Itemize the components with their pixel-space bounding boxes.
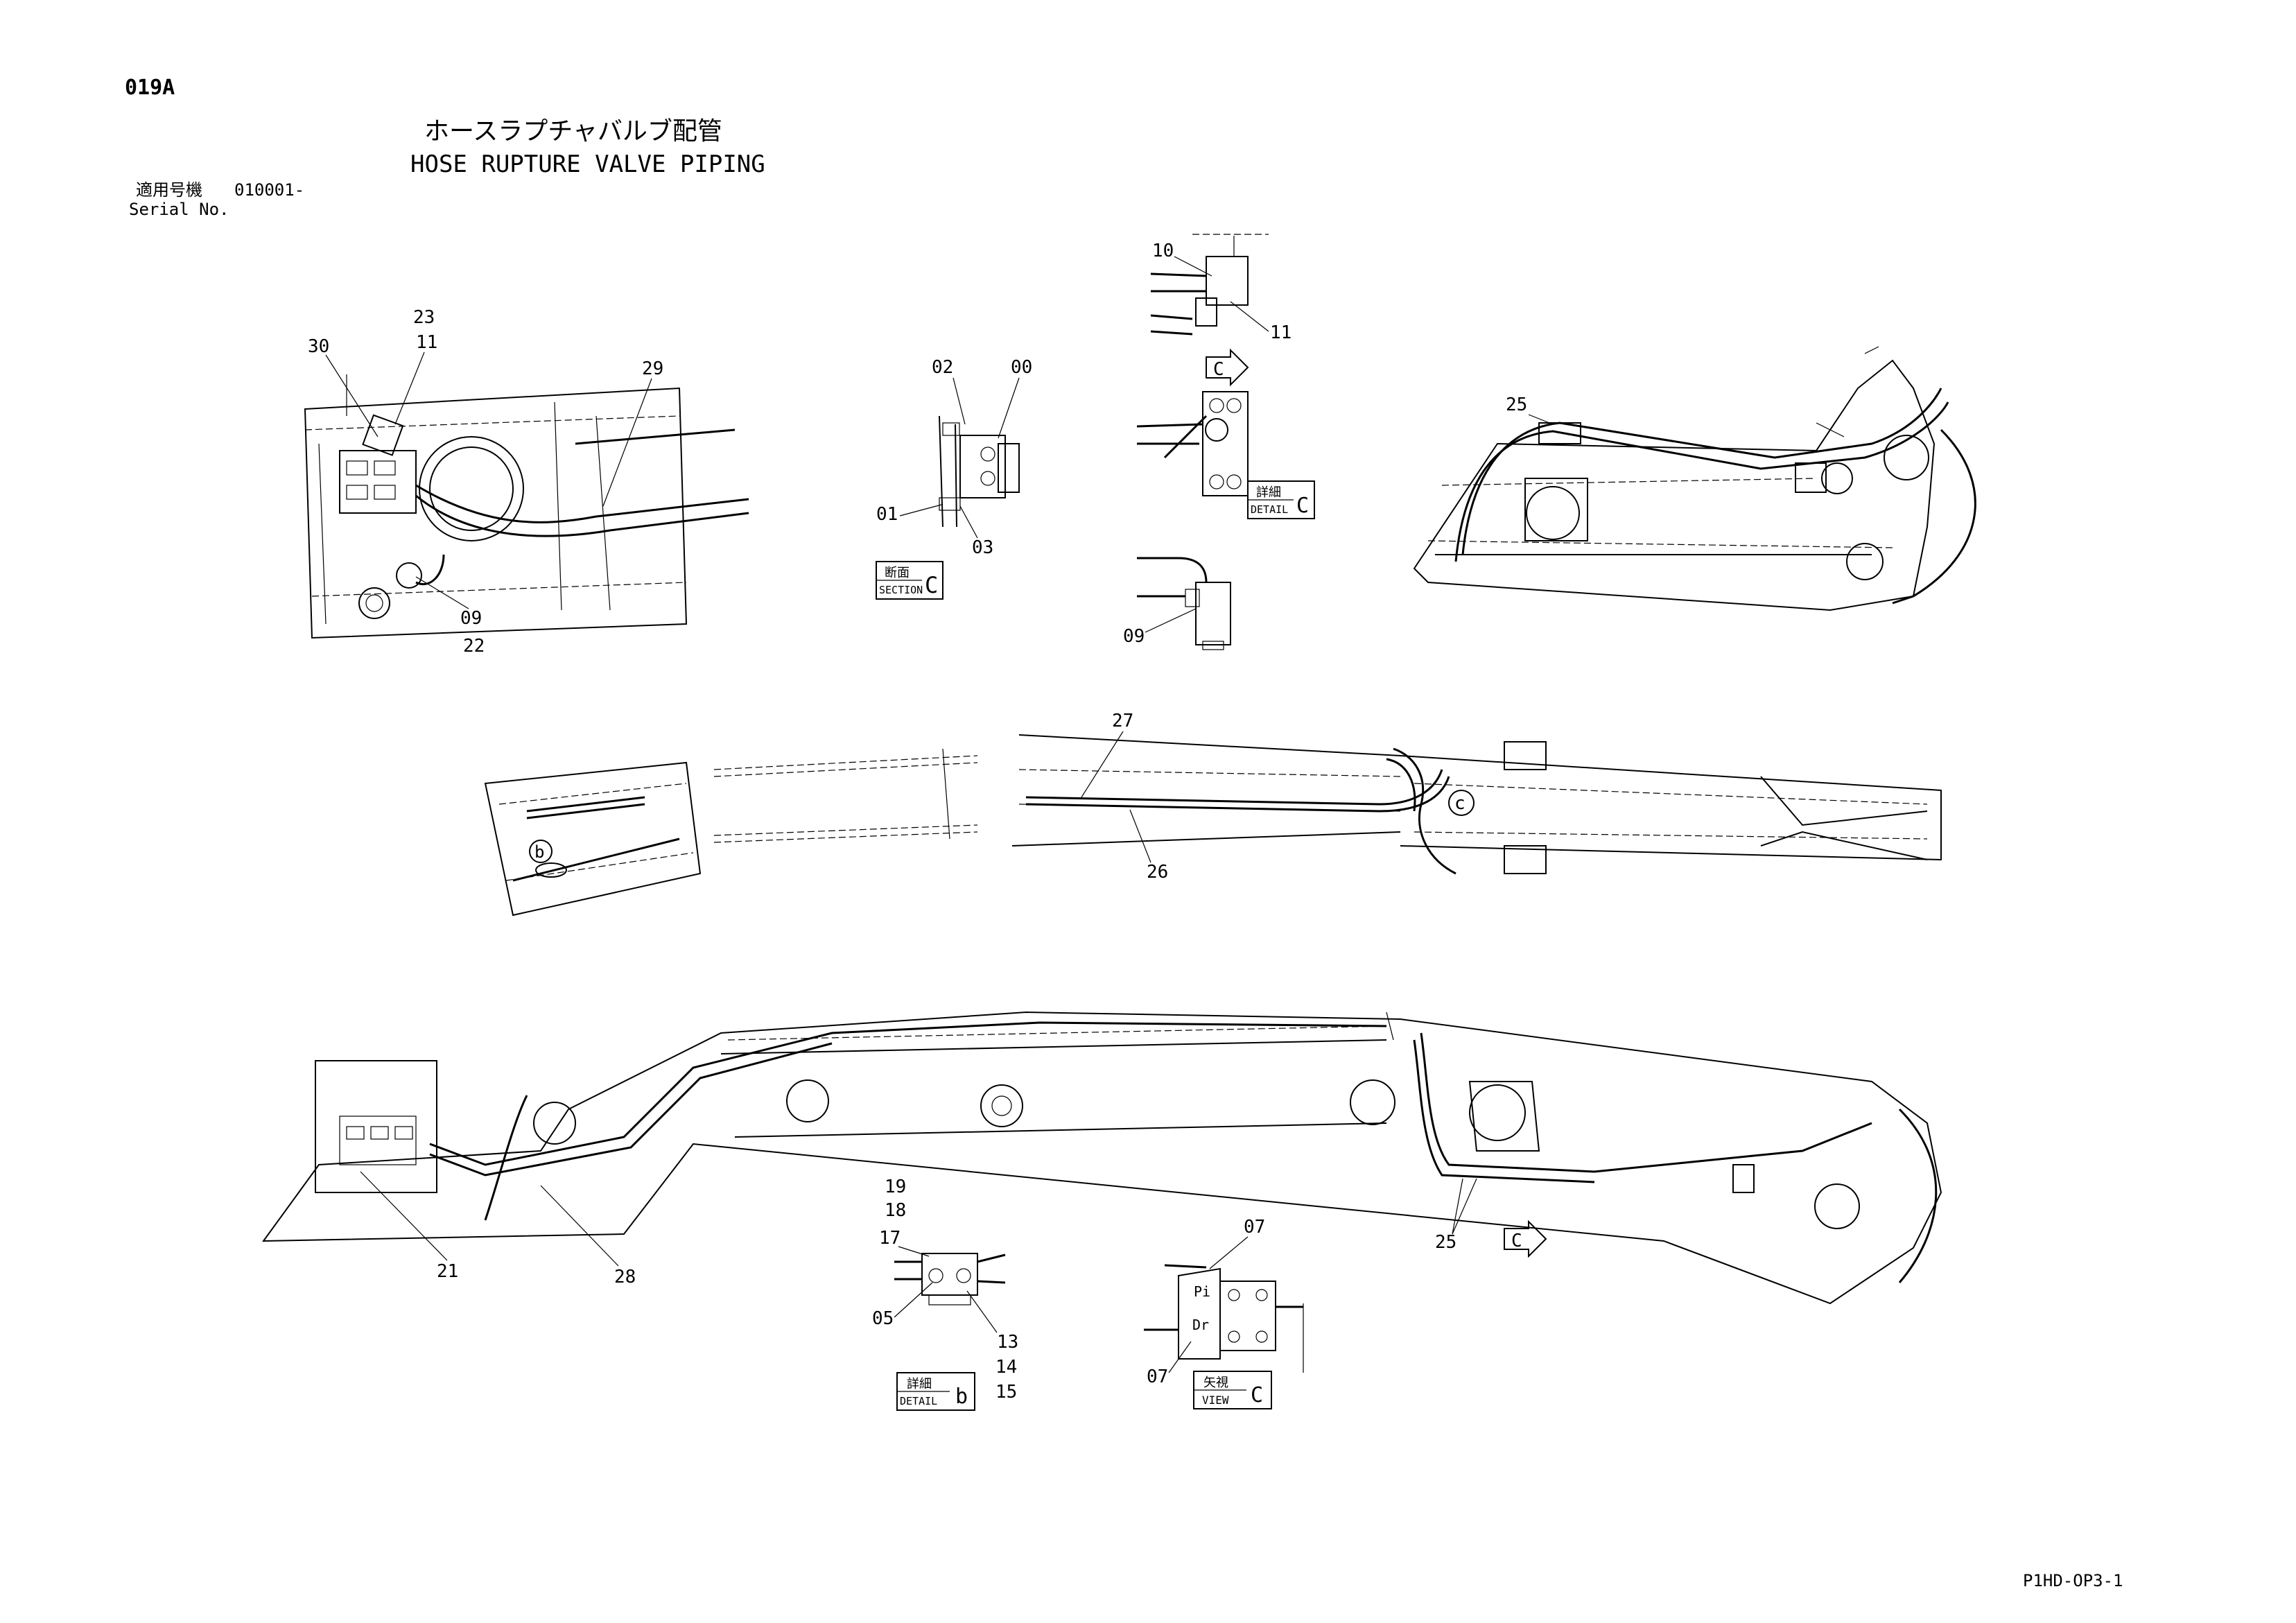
callout-number: 30 (308, 336, 329, 357)
marker-label-japanese: 断面 (885, 566, 910, 580)
arrow-letter: C (1511, 1231, 1522, 1251)
marker-label: VIEW (1202, 1394, 1229, 1407)
boom-callouts: 27 26 (1081, 711, 1168, 883)
detail-c-callouts: 10 11 09 (1123, 241, 1292, 647)
view-c-marker: 矢視 VIEW C (1193, 1371, 1272, 1409)
callout-number: 23 (413, 307, 435, 328)
serial-label: Serial No. (129, 200, 229, 219)
arm-callouts: 25 (1506, 394, 1554, 425)
marker-letter: C (925, 572, 938, 598)
callout-number: 03 (972, 537, 993, 558)
lower-callouts: 21 28 25 (360, 1171, 1477, 1287)
view-c-callouts: 07 07 (1147, 1217, 1265, 1387)
arm-view (1413, 346, 1976, 611)
view-c-view: Pi Dr (1144, 1264, 1304, 1373)
detail-b-marker: 詳細 DETAIL b (896, 1372, 975, 1411)
callout-number: 18 (885, 1200, 906, 1221)
serial-number-value: 010001- (234, 180, 305, 200)
callout-number: 22 (463, 636, 485, 657)
section-callouts: 02 00 01 03 (876, 357, 1032, 558)
page-title: HOSE RUPTURE VALVE PIPING (410, 150, 765, 178)
marker-label-japanese: 矢視 (1203, 1375, 1228, 1390)
callout-number: 29 (642, 358, 663, 379)
marker-letter: C (1296, 494, 1309, 518)
circle-letter: c (1454, 793, 1466, 814)
port-label: Pi (1194, 1283, 1210, 1300)
callout-number: 05 (872, 1308, 894, 1329)
marker-label: DETAIL (900, 1395, 937, 1407)
callout-number: 21 (437, 1261, 458, 1282)
serial-label-japanese: 適用号機 (136, 180, 202, 200)
marker-label-japanese: 詳細 (907, 1377, 932, 1391)
frame-view (304, 374, 749, 639)
marker-letter: b (955, 1385, 968, 1409)
section-c-view (939, 415, 1020, 528)
section-c-marker: 断面 SECTION C (876, 561, 943, 600)
page-title-japanese: ホースラプチャバルブ配管 (424, 117, 722, 146)
callout-number: 02 (932, 357, 953, 378)
detail-b-view (894, 1253, 1006, 1305)
boom-circle-b: b (529, 840, 553, 863)
callout-number: 14 (995, 1357, 1017, 1378)
boom-circle-c: c (1448, 790, 1475, 816)
marker-letter: C (1251, 1383, 1263, 1407)
callout-number: 10 (1152, 241, 1174, 261)
marker-label-japanese: 詳細 (1256, 485, 1281, 500)
circle-letter: b (534, 842, 544, 862)
callout-number: 09 (1123, 626, 1145, 647)
arrow-letter: C (1213, 359, 1224, 380)
callout-number: 25 (1435, 1232, 1456, 1253)
marker-label: DETAIL (1251, 503, 1288, 516)
detail-b-callouts: 19 18 17 05 13 14 15 (872, 1177, 1018, 1403)
detail-c-view: C (1136, 234, 1269, 650)
port-label: Dr (1192, 1317, 1209, 1333)
callout-number: 07 (1147, 1366, 1168, 1387)
callout-number: 11 (416, 332, 437, 353)
lower-arrow-c: C (1504, 1220, 1547, 1258)
callout-number: 25 (1506, 394, 1527, 415)
callout-number: 09 (460, 608, 482, 629)
callout-number: 19 (885, 1177, 906, 1197)
callout-number: 26 (1147, 862, 1168, 883)
view1-callouts: 30 23 11 29 09 22 (308, 307, 663, 657)
full-assembly-view (262, 1011, 1942, 1305)
detail-c-marker: 詳細 DETAIL C (1247, 480, 1315, 519)
callout-number: 13 (997, 1332, 1018, 1353)
callout-number: 28 (614, 1267, 636, 1287)
callout-number: 01 (876, 504, 898, 525)
callout-number: 11 (1270, 322, 1292, 343)
callout-number: 00 (1011, 357, 1032, 378)
callout-number: 27 (1112, 711, 1133, 731)
page-code: 019A (125, 76, 175, 100)
callout-number: 07 (1244, 1217, 1265, 1238)
callout-number: 17 (879, 1228, 901, 1249)
marker-label: SECTION (879, 584, 923, 596)
sheet-code: P1HD-OP3-1 (2023, 1571, 2123, 1590)
callout-number: 15 (995, 1382, 1017, 1403)
boom-view (484, 734, 1942, 917)
